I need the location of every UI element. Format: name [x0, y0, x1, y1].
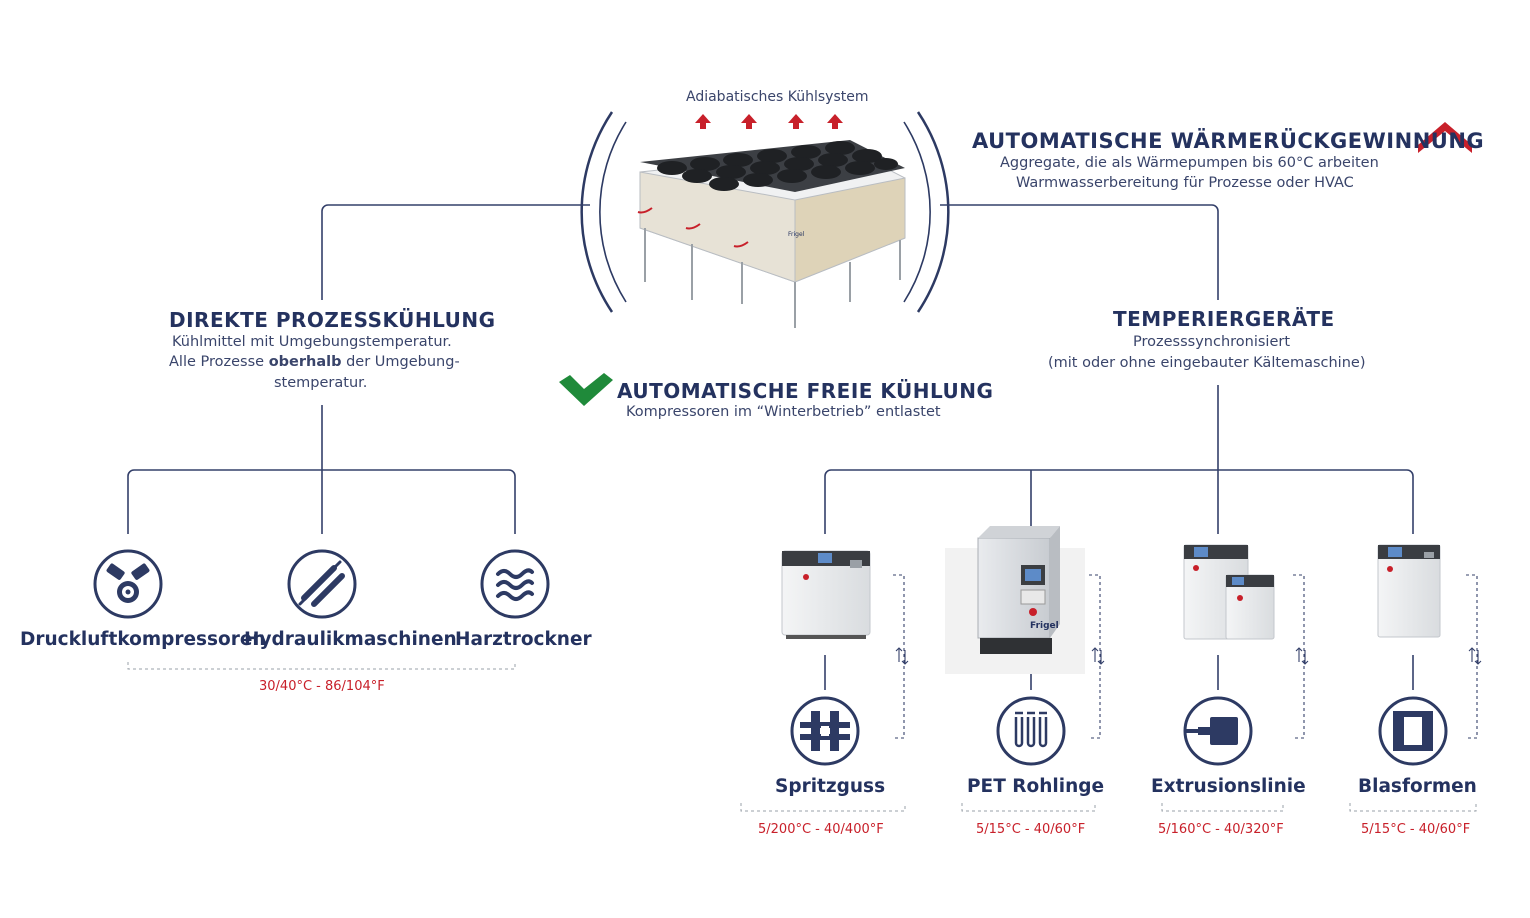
tcu-brand-text: Frigel: [1030, 621, 1059, 631]
heat-recovery-line1: Aggregate, die als Wärmepumpen bis 60°C …: [1000, 155, 1379, 171]
heat-arrow-icon: [827, 114, 843, 129]
tcu-line1: Prozesssynchronisiert: [1133, 334, 1291, 350]
injection-molding-icon: [790, 696, 860, 766]
heat-arrow-icon: [741, 114, 757, 129]
hydraulic-cylinder-icon: [287, 549, 357, 619]
pet-preforms-icon: [996, 696, 1066, 766]
pet-preforms-label: PET Rohlinge: [967, 776, 1105, 797]
compressor-label: Druckluftkompressoren: [20, 629, 266, 650]
red-chevron-up-icon: [1418, 122, 1472, 153]
pet-preforms-temp: 5/15°C - 40/60°F: [976, 822, 1086, 837]
extrusion-temp: 5/160°C - 40/320°F: [1158, 822, 1284, 837]
waves-icon: [480, 549, 550, 619]
direct-cooling-line3: stemperatur.: [274, 375, 368, 391]
tcu-machine-image: [781, 550, 871, 639]
direct-cooling-line2: Alle Prozesse oberhalb der Umgebung-: [169, 352, 460, 372]
resin-dryer-label: Harztrockner: [455, 629, 592, 650]
heat-recovery-title: AUTOMATISCHE WÄRMERÜCKGEWINNUNG: [972, 129, 1485, 153]
tcu-machine-image: [1183, 544, 1275, 640]
direct-cooling-title: DIREKTE PROZESSKÜHLUNG: [169, 308, 496, 332]
tcu-line2: (mit oder ohne eingebauter Kältemaschine…: [1048, 355, 1366, 371]
heat-arrow-icon: [788, 114, 804, 129]
top-arcs: [580, 111, 950, 313]
heat-arrows: [695, 114, 843, 129]
injection-molding-label: Spritzguss: [775, 776, 886, 797]
bracket-lines: [127, 662, 1477, 812]
tcu-machine-image: Frigel: [945, 526, 1085, 674]
free-cooling-title: AUTOMATISCHE FREIE KÜHLUNG: [617, 379, 994, 403]
tcu-title: TEMPERIERGERÄTE: [1113, 307, 1335, 331]
direct-cooling-line1: Kühlmittel mit Umgebungstemperatur.: [172, 334, 452, 350]
injection-molding-temp: 5/200°C - 40/400°F: [758, 822, 884, 837]
extrusion-icon: [1183, 696, 1253, 766]
blow-molding-temp: 5/15°C - 40/60°F: [1361, 822, 1471, 837]
flow-arrows: [895, 647, 1482, 665]
connector-lines: [127, 204, 1414, 690]
direct-cooling-line2-pre: Alle Prozesse: [169, 354, 269, 370]
cooler-brand-text: Frigel: [788, 231, 805, 238]
heat-recovery-line2: Warmwasserbereitung für Prozesse oder HV…: [1016, 175, 1354, 191]
compressor-icon: [93, 549, 163, 619]
direct-cooling-temp-range: 30/40°C - 86/104°F: [259, 679, 385, 694]
free-cooling-subtitle: Kompressoren im “Winterbetrieb” entlaste…: [626, 404, 941, 420]
blow-molding-label: Blasformen: [1358, 776, 1477, 797]
extrusion-label: Extrusionslinie: [1151, 776, 1306, 797]
dashed-loops: [893, 574, 1478, 739]
cooler-label: Adiabatisches Kühlsystem: [686, 89, 869, 105]
tcu-machine-image: [1377, 544, 1441, 638]
heat-arrow-icon: [695, 114, 711, 129]
adiabatic-cooler-image: Frigel: [637, 140, 906, 328]
direct-cooling-line2-bold: oberhalb: [268, 354, 342, 370]
blow-molding-icon: [1378, 696, 1448, 766]
direct-cooling-line2-post: der Umgebung-: [341, 354, 460, 370]
green-check-icon: [559, 373, 613, 406]
hydraulic-label: Hydraulikmaschinen: [244, 629, 457, 650]
